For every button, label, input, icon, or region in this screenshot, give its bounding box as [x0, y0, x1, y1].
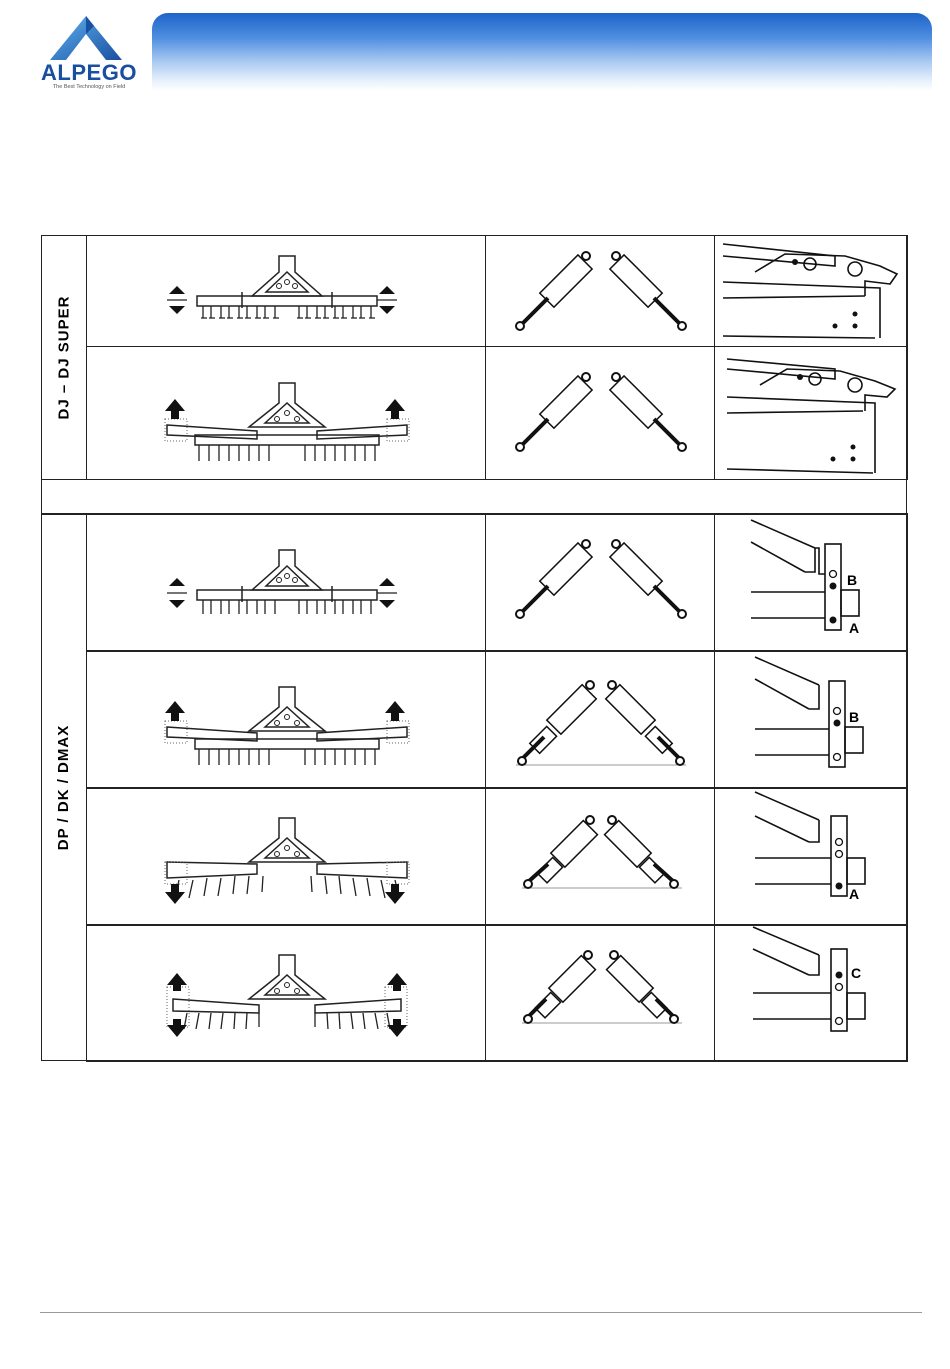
alpego-logo: ALPEGO The Best Technology on Field: [28, 14, 144, 94]
hitch-label-b: B: [847, 572, 857, 588]
row6-hitch-cell: C: [714, 924, 908, 1062]
harrow-raised-icon: [87, 651, 487, 790]
row2-machine-cell: [86, 346, 486, 480]
harrow-raised-icon: [87, 347, 487, 481]
row6-machine-cell: [86, 924, 486, 1062]
logo-brand-text: ALPEGO: [34, 60, 144, 86]
harrow-lowered-icon: [87, 788, 487, 927]
row3-hitch-cell: B A: [714, 513, 908, 652]
row3-machine-cell: [86, 513, 486, 652]
cylinder-retracted-icon: [486, 236, 716, 348]
cylinder-retracted-icon: [486, 347, 716, 481]
group-label-cell-dj: DJ – DJ SUPER: [41, 235, 87, 480]
hitch-label-a: A: [849, 886, 859, 902]
cylinder-retracted-icon: [486, 514, 716, 653]
group-label-dp: DP / DK / DMAX: [56, 724, 73, 849]
row6-cylinder-cell: [485, 924, 715, 1062]
row1-hitch-cell: [714, 235, 908, 347]
hitch-plate-pin-a-icon: [715, 788, 909, 927]
header-banner: [152, 13, 932, 91]
row5-cylinder-cell: [485, 787, 715, 926]
cylinder-partial-icon: [486, 788, 716, 927]
row2-cylinder-cell: [485, 346, 715, 480]
row4-machine-cell: [86, 650, 486, 789]
row5-machine-cell: [86, 787, 486, 926]
harrow-adjustable-icon: [87, 925, 487, 1063]
group-label-cell-dp: DP / DK / DMAX: [41, 513, 87, 1061]
footer-divider: [40, 1312, 922, 1313]
separator-row: [41, 479, 907, 515]
harrow-level-icon: [87, 236, 487, 348]
group-label-dj: DJ – DJ SUPER: [56, 296, 73, 420]
row5-hitch-cell: A: [714, 787, 908, 926]
cylinder-partial-icon: [486, 925, 716, 1063]
row4-cylinder-cell: [485, 650, 715, 789]
logo-tagline: The Best Technology on Field: [34, 84, 144, 90]
row4-hitch-cell: B: [714, 650, 908, 789]
row1-cylinder-cell: [485, 235, 715, 347]
alpego-logo-mark-icon: [28, 14, 144, 64]
hitch-plate-pin-c-icon: [715, 925, 909, 1063]
row1-machine-cell: [86, 235, 486, 347]
hitch-label-c: C: [851, 965, 861, 981]
row3-cylinder-cell: [485, 513, 715, 652]
hitch-hook-closed-icon: [715, 236, 909, 348]
hitch-label-a: A: [849, 620, 859, 636]
row2-hitch-cell: [714, 346, 908, 480]
hitch-plate-pin-b-a-icon: [715, 514, 909, 653]
hitch-hook-open-icon: [715, 347, 909, 481]
settings-table: DJ – DJ SUPER DP / DK / DMAX: [41, 235, 907, 1061]
hitch-label-b: B: [849, 709, 859, 725]
hitch-plate-pin-b-icon: [715, 651, 909, 790]
cylinder-extended-icon: [486, 651, 716, 790]
harrow-level-icon: [87, 514, 487, 653]
